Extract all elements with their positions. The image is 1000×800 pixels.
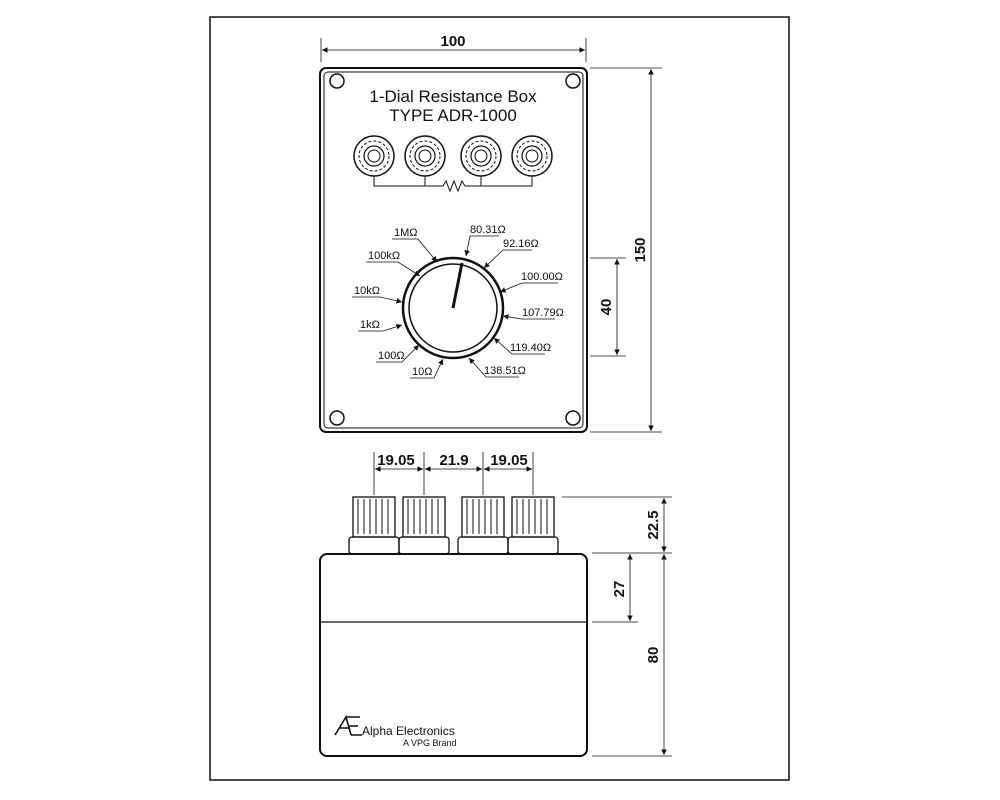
dial-label: 10kΩ (354, 285, 380, 297)
panel-outline (319, 67, 588, 433)
dial-outer-ring (401, 256, 505, 360)
drawing-frame (209, 16, 790, 781)
dimension-value: 80 (645, 647, 662, 664)
dimension-value: 100 (440, 33, 465, 50)
brand-tagline: A VPG Brand (403, 738, 457, 748)
dimension-panel-height: 150 (590, 67, 662, 433)
dimension-upper-body-height: 27 (592, 554, 638, 623)
dimension-value: 27 (611, 581, 628, 598)
panel-model: TYPE ADR-1000 (389, 106, 517, 125)
alpha-electronics-logo: Alpha Electronics A VPG Brand (334, 715, 457, 748)
dial-scale: 1MΩ 100kΩ 10kΩ 1kΩ 100Ω 10Ω 80.31Ω 92.16… (352, 224, 564, 379)
dimension-value: 19.05 (490, 452, 528, 469)
binding-post-side-icon (348, 496, 400, 555)
dial-label: 1MΩ (394, 227, 418, 239)
dimension-terminal-height: 22.5 (562, 496, 672, 554)
dial-label: 107.79Ω (522, 307, 564, 319)
dial-pointer (451, 262, 464, 309)
binding-post-top-icon (404, 135, 446, 177)
dial-label: 119.40Ω (510, 342, 551, 354)
corner-screw-icon (565, 73, 581, 89)
dial-label: 80.31Ω (470, 224, 506, 236)
dimension-value: 19.05 (377, 452, 415, 469)
enclosure-body (319, 553, 588, 757)
side-view: Alpha Electronics A VPG Brand (319, 496, 588, 757)
dimension-value: 150 (632, 237, 649, 262)
brand-name: Alpha Electronics (362, 724, 455, 738)
dimension-value: 21.9 (439, 452, 468, 469)
binding-post-top-icon (460, 135, 502, 177)
dimension-value: 40 (598, 299, 615, 316)
dial-knob (408, 263, 498, 353)
corner-screw-icon (565, 410, 581, 426)
corner-screw-icon (329, 410, 345, 426)
binding-post-side-icon (398, 496, 450, 555)
dial-label: 100Ω (378, 350, 405, 362)
dial-label: 1kΩ (360, 319, 380, 331)
resistor-schematic-icon (373, 176, 533, 193)
dimension-dial-diameter: 40 (590, 257, 626, 357)
binding-post-top-icon (511, 135, 553, 177)
dial-label: 138.51Ω (484, 365, 526, 377)
dimension-value: 22.5 (645, 510, 662, 539)
dimension-panel-width: 100 (320, 33, 587, 62)
dimension-body-height: 80 (592, 554, 672, 757)
ae-logo-icon (334, 715, 362, 736)
binding-post-side-icon (457, 496, 509, 555)
panel-title: 1-Dial Resistance Box (369, 87, 537, 106)
front-panel: 1-Dial Resistance Box TYPE ADR-1000 (319, 67, 588, 433)
binding-post-side-icon (507, 496, 559, 555)
resistance-dial[interactable] (401, 256, 505, 360)
binding-post-top-icon (353, 135, 395, 177)
dimension-terminal-spacing: 19.05 21.9 19.05 (373, 452, 534, 495)
panel-inner-outline (323, 71, 584, 429)
corner-screw-icon (329, 73, 345, 89)
dial-label: 100kΩ (368, 250, 400, 262)
dial-label: 10Ω (412, 366, 432, 378)
dial-label: 92.16Ω (503, 238, 539, 250)
dial-label: 100.00Ω (521, 271, 563, 283)
